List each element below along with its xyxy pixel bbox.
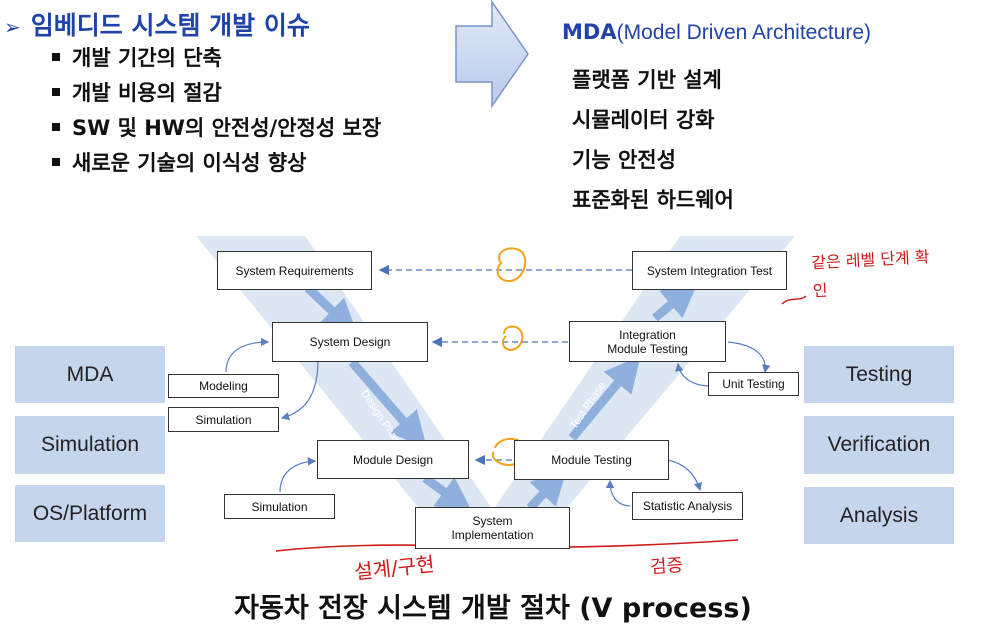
side-box-verification: Verification [804, 416, 954, 474]
bullet-arrow-icon: ➢ [4, 15, 21, 39]
issues-list: 개발 기간의 단축 개발 비용의 절감 SW 및 HW의 안전성/안정성 보장 … [52, 42, 381, 182]
handwritten-note-same-level: 같은 레벨 단계 확인 [810, 247, 930, 301]
integration-module-testing-box: Integration Module Testing [569, 321, 726, 362]
connector-arrow [605, 479, 631, 507]
mda-title: MDA(Model Driven Architecture) [562, 20, 871, 45]
mda-abbr: MDA [562, 20, 617, 44]
issues-heading-text: 임베디드 시스템 개발 이슈 [30, 11, 310, 40]
connector-arrow [675, 362, 709, 387]
system-implementation-box: System Implementation [415, 507, 570, 549]
mda-full-name: (Model Driven Architecture) [616, 21, 872, 44]
system-integration-test-box: System Integration Test [632, 251, 787, 290]
test-flow-arrow [526, 468, 568, 512]
design-flow-arrow [422, 474, 473, 513]
red-hand-stroke [781, 295, 807, 305]
simulation-upper-box: Simulation [168, 407, 279, 432]
side-box-mda: MDA [15, 346, 165, 403]
orange-circle-mark [496, 247, 527, 283]
diagram-caption: 자동차 전장 시스템 개발 절차 (V process) [234, 593, 752, 624]
list-item: 새로운 기술의 이식성 향상 [52, 147, 381, 182]
modeling-box: Modeling [168, 374, 279, 398]
statistic-analysis-box: Statistic Analysis [632, 492, 743, 520]
list-item: 개발 비용의 절감 [52, 77, 381, 112]
handwritten-note-verify: 검증 [649, 554, 684, 579]
side-box-analysis: Analysis [804, 487, 954, 544]
connector-arrow [667, 459, 702, 492]
issues-heading: ➢ 임베디드 시스템 개발 이슈 [4, 6, 310, 42]
system-requirements-box: System Requirements [217, 251, 372, 290]
connector-arrow [280, 359, 319, 421]
side-box-testing: Testing [804, 346, 954, 403]
connector-arrow [279, 457, 317, 493]
module-design-box: Module Design [317, 440, 469, 479]
list-item: 표준화된 하드웨어 [572, 188, 734, 212]
side-box-os-platform: OS/Platform [15, 485, 165, 542]
unit-testing-box: Unit Testing [708, 372, 799, 396]
list-item: 시뮬레이터 강화 [572, 108, 715, 132]
mda-features-list: 플랫폼 기반 설계 시뮬레이터 강화 기능 안전성 표준화된 하드웨어 [572, 64, 734, 224]
test-flow-arrow [652, 281, 699, 322]
design-flow-arrow [304, 284, 358, 336]
list-item: 기능 안전성 [572, 148, 676, 172]
list-item: 플랫폼 기반 설계 [572, 68, 722, 92]
test-flow-arrow [568, 355, 641, 441]
module-testing-box: Module Testing [514, 440, 669, 480]
list-item: SW 및 HW의 안전성/안정성 보장 [52, 112, 381, 147]
system-design-box: System Design [272, 322, 428, 362]
simulation-lower-box: Simulation [224, 494, 335, 519]
connector-arrow [727, 341, 771, 374]
big-right-arrow-icon [455, 0, 529, 108]
side-box-simulation: Simulation [15, 416, 165, 474]
connector-arrow [225, 337, 270, 373]
orange-circle-mark [501, 325, 524, 352]
design-flow-arrow [348, 359, 427, 449]
list-item: 개발 기간의 단축 [52, 42, 381, 77]
